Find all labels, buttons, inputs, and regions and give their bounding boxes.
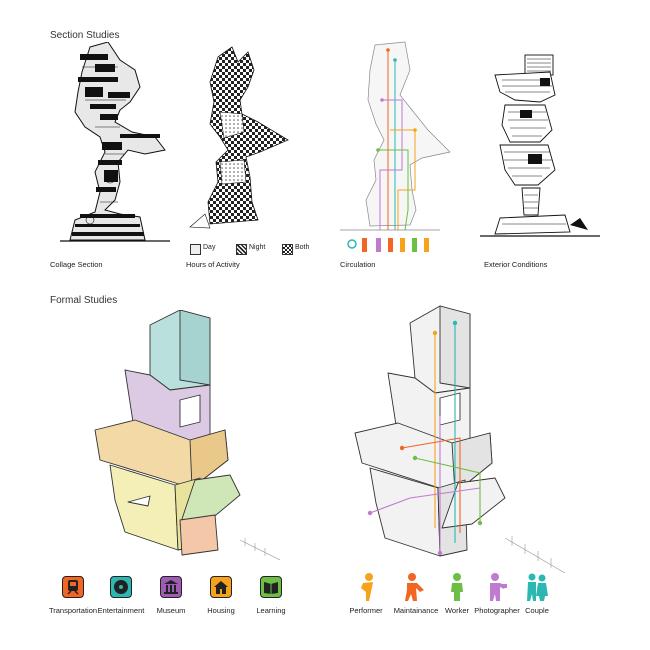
legend-both-swatch — [282, 244, 293, 255]
label-housing: Housing — [207, 606, 235, 615]
collage-section-drawing — [60, 42, 170, 242]
worker-figure-icon — [451, 573, 463, 601]
maintenance-figure-icon — [405, 573, 424, 601]
photographer-figure-icon — [490, 573, 507, 601]
legend-day-label: Day — [203, 244, 216, 251]
program-massing-diagram — [94, 310, 280, 560]
hours-of-activity-drawing — [189, 46, 289, 229]
circulation-massing-diagram — [354, 305, 566, 574]
caption-exterior-conditions: Exterior Conditions — [484, 260, 548, 269]
house-icon — [210, 576, 232, 598]
record-icon — [110, 576, 132, 598]
caption-hours-of-activity: Hours of Activity — [186, 260, 240, 269]
label-learning: Learning — [256, 606, 286, 615]
caption-circulation: Circulation — [340, 260, 376, 269]
caption-collage-section: Collage Section — [50, 260, 103, 269]
legend-night-swatch — [236, 244, 247, 255]
legend-day-swatch — [190, 244, 201, 255]
formal-studies-heading: Formal Studies — [50, 295, 118, 306]
label-photographer: Photographer — [474, 606, 520, 615]
couple-figure-icon — [527, 573, 548, 601]
museum-icon — [160, 576, 182, 598]
label-couple: Couple — [525, 606, 549, 615]
label-museum: Museum — [156, 606, 186, 615]
circulation-drawing — [340, 41, 451, 252]
performer-figure-icon — [361, 573, 373, 601]
section-studies-heading: Section Studies — [50, 30, 120, 41]
book-icon — [260, 576, 282, 598]
exterior-conditions-drawing — [480, 54, 600, 237]
train-icon — [62, 576, 84, 598]
label-transportation: Transportation — [48, 606, 98, 615]
legend-both-label: Both — [295, 244, 310, 251]
label-performer: Performer — [349, 606, 383, 615]
label-entertainment: Entertainment — [97, 606, 145, 615]
legend-night-label: Night — [249, 244, 266, 251]
label-worker: Worker — [444, 606, 470, 615]
label-maintainance: Maintainance — [393, 606, 439, 615]
